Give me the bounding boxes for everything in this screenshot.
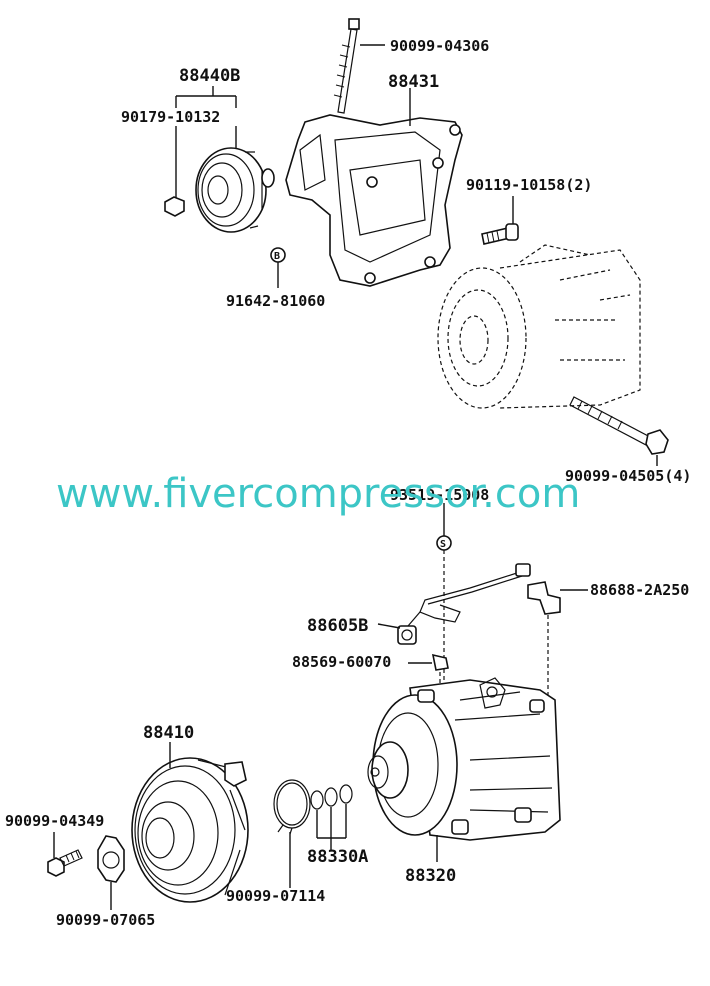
label-91642-81060: 91642-81060 — [226, 292, 325, 310]
bolt-90099-04349 — [47, 849, 83, 877]
label-88320: 88320 — [405, 866, 456, 886]
label-88440b: 88440B — [179, 66, 240, 86]
mark-s-93519: S — [436, 535, 452, 551]
bracket-88688-2a250 — [527, 581, 561, 615]
bolt-90099-04505 — [569, 396, 669, 455]
label-93519-15008: 93519-15008 — [390, 486, 489, 504]
mark-s-text: S — [440, 539, 446, 550]
nut-90179-10132 — [164, 196, 185, 217]
shims-88330a — [310, 784, 353, 810]
label-88330a: 88330A — [307, 847, 368, 867]
label-90099-04505: 90099-04505(4) — [565, 467, 691, 485]
pulley-88440b — [195, 147, 275, 233]
compressor-88320 — [367, 677, 561, 841]
label-90179-10132: 90179-10132 — [121, 108, 220, 126]
phantom-compressor — [437, 244, 641, 409]
watermark-text: www.fivercompressor.com — [56, 471, 580, 517]
label-90099-07065: 90099-07065 — [56, 911, 155, 929]
label-90099-04306: 90099-04306 — [390, 37, 489, 55]
leader-88605b — [377, 623, 401, 629]
label-88569-60070: 88569-60070 — [292, 653, 391, 671]
bracket-88431 — [285, 114, 463, 287]
label-88605b: 88605B — [307, 616, 368, 636]
snap-ring-90099-07114 — [273, 779, 311, 835]
pulley-clutch-88410 — [131, 757, 249, 903]
label-90099-04349: 90099-04349 — [5, 812, 104, 830]
plate-90099-07065 — [97, 835, 125, 883]
bolt-90099-04306 — [333, 18, 360, 114]
label-88431: 88431 — [388, 72, 439, 92]
harness-88605b — [397, 563, 531, 645]
label-90119-10158: 90119-10158(2) — [466, 176, 592, 194]
mark-b-91642-81060: B — [270, 247, 286, 263]
mark-b-text: B — [274, 251, 280, 262]
label-88410: 88410 — [143, 723, 194, 743]
clip-88569-60070 — [431, 653, 449, 671]
bolt-90119-10158 — [481, 223, 519, 245]
label-90099-07114: 90099-07114 — [226, 887, 325, 905]
label-88688-2a250: 88688-2A250 — [590, 581, 689, 599]
